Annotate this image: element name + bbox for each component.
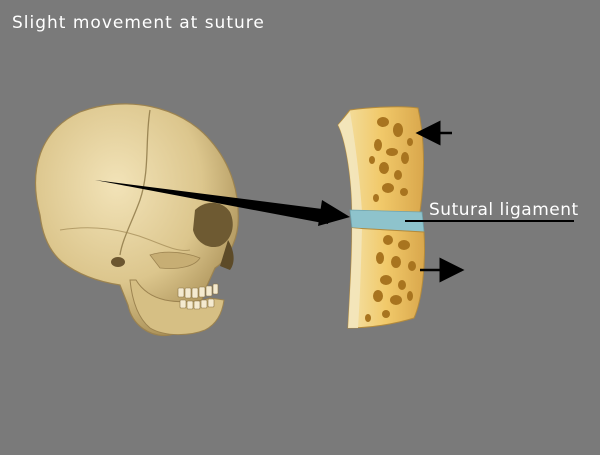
sutural-ligament-label: Sutural ligament xyxy=(429,200,579,220)
pointer-arrow-icon xyxy=(95,180,350,226)
bone-section-illustration xyxy=(337,106,425,329)
diagram-title: Slight movement at suture xyxy=(12,13,265,33)
skull-illustration xyxy=(34,103,239,336)
